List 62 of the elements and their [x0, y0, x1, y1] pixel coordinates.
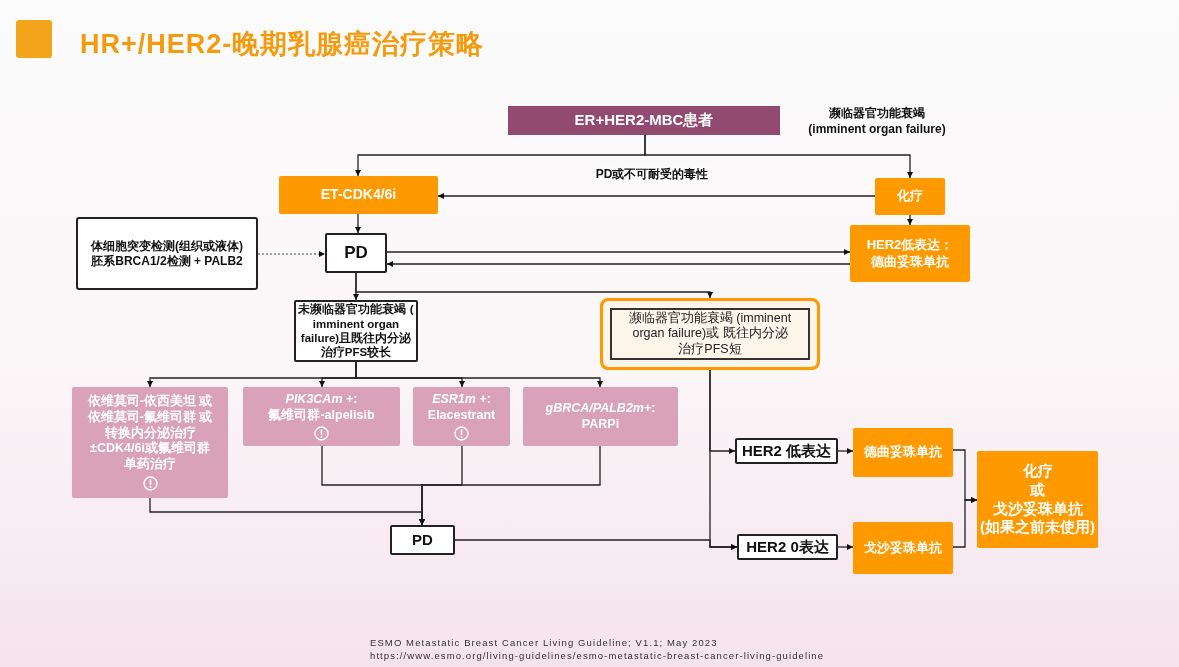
node-text: 氟维司群-alpelisib	[268, 407, 375, 424]
node-text: HER2 低表达	[741, 441, 832, 461]
arrow	[837, 544, 854, 550]
node-text: 胚系BRCA1/2检测 + PALB2	[91, 253, 243, 269]
process-box	[325, 233, 387, 273]
dotted-arrow	[257, 251, 326, 257]
arrow	[837, 448, 854, 454]
node-text: 体细胞突变检测(组织或液体)	[91, 238, 243, 254]
arrow	[437, 193, 876, 199]
node-text: 濒临器官功能衰竭 (imminent organ failure)或 既往内分泌治疗PFS短	[627, 310, 793, 358]
arrow	[454, 539, 738, 550]
process-box	[850, 225, 970, 282]
node-text: HER2低表达：	[866, 237, 954, 254]
node-text: (如果之前未使用)	[980, 518, 1095, 537]
treatment-box	[413, 387, 510, 446]
treatment-box	[72, 387, 228, 498]
node-text: ER+HER2-MBC患者	[574, 111, 714, 130]
edge-label: PD或不可耐受的毒性	[593, 166, 711, 183]
source-note: ESMO Metastatic Breast Cancer Living Guideline; V1.1; May 2023	[370, 637, 718, 648]
node-text: PARPi	[581, 416, 620, 433]
node-text: HER2 0表达	[746, 537, 829, 557]
arrow	[386, 249, 851, 255]
node-text: ESR1m +:	[432, 391, 491, 408]
source-url: https://www.esmo.org/living-guidelines/esmo-metastatic-breast-cancer-living-guideline	[370, 650, 825, 661]
process-box	[390, 525, 455, 555]
node-text: 德曲妥珠单抗	[871, 253, 949, 270]
arrow	[386, 261, 851, 267]
process-box	[853, 428, 953, 477]
node-text: 德曲妥珠单抗	[864, 444, 942, 461]
treatment-box	[523, 387, 678, 446]
node-text: 依维莫司-依西美坦 或依维莫司-氟维司群 或转换内分泌治疗±CDK4/6i或氟维司群单药治疗	[86, 394, 214, 473]
arrow	[952, 497, 978, 548]
node-text: PD	[344, 242, 368, 264]
node-text: ET-CDK4/6i	[320, 186, 397, 204]
node-text: gBRCA/PALB2m+:	[545, 400, 656, 417]
node-text: Elacestrant	[427, 407, 496, 424]
process-box	[977, 451, 1098, 548]
process-box	[279, 176, 438, 214]
node-text: 未濒临器官功能衰竭 ( imminent organ failure)且既往内分泌治疗PFS较长	[297, 302, 415, 360]
condition-box	[600, 298, 820, 370]
node-text: 戈沙妥珠单抗	[992, 499, 1083, 519]
node-text: PIK3CAm +:	[285, 391, 358, 408]
header-box	[508, 106, 780, 135]
arrow	[355, 361, 603, 388]
node-text: 化疗	[897, 188, 923, 205]
arrow	[419, 445, 601, 526]
process-box	[875, 178, 945, 215]
arrow	[355, 272, 713, 299]
slide-title: HR+/HER2-晚期乳腺癌治疗策略	[80, 28, 485, 61]
edge-label: 濒临器官功能衰竭 (imminent organ failure)	[807, 105, 947, 136]
arrow	[907, 214, 913, 226]
node-text: 化疗	[1022, 462, 1053, 481]
process-box	[853, 522, 953, 574]
node-text: 戈沙妥珠单抗	[864, 539, 942, 557]
node-text: PD	[412, 530, 433, 550]
node-text: 或	[1030, 480, 1045, 500]
note-box	[76, 217, 258, 290]
arrow	[644, 134, 913, 179]
process-box	[735, 438, 838, 464]
arrow	[355, 213, 361, 234]
process-box	[737, 534, 838, 560]
treatment-box	[243, 387, 400, 446]
